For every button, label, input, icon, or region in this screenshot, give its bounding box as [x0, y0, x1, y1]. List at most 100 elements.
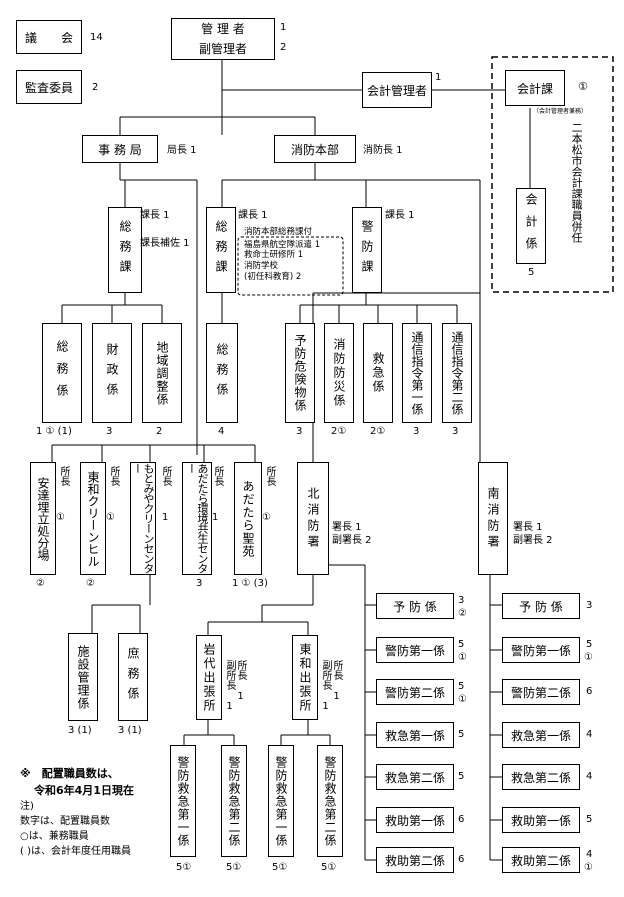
north-branch-0-staff: 所長 1 副所長 1	[224, 660, 246, 712]
guard-sec-0-count: 3	[296, 426, 303, 437]
north-sec-0-label: 予 防 係	[393, 599, 437, 614]
hq-general-section-count: 4	[218, 426, 225, 437]
notes-line: ○は、兼務職員	[20, 831, 89, 842]
north-station-box: 北消防署	[297, 462, 329, 575]
north-sec-6-count: 6	[458, 854, 465, 865]
north-sec-2-box: 警防第二係	[376, 679, 454, 705]
south-sec-5-label: 救助第一係	[510, 813, 571, 828]
north-station-deputy: 副署長 2	[332, 535, 372, 546]
south-sec-6-count: 4	[586, 849, 593, 860]
notes-date: 令和6年4月1日現在	[34, 783, 134, 797]
guard-sec-4-count: 3	[452, 426, 459, 437]
audit-box: 監査委員	[16, 70, 82, 104]
hq-general-section-label: 総務係	[215, 343, 229, 403]
accounting-section-count: 5	[528, 267, 535, 278]
secretariat-sec-2-box: 地域調整係	[142, 323, 182, 423]
facility-2-head: 所長	[160, 466, 171, 486]
hq-head: 消防長 1	[363, 145, 403, 156]
secretariat-head: 局長 1	[167, 145, 197, 156]
secretariat-sec-2-count: 2	[156, 426, 163, 437]
facility-3-count: 3	[196, 578, 203, 589]
south-station-label: 南消防署	[486, 486, 500, 551]
guard-sec-4-label: 通信指令第二係	[450, 331, 464, 415]
facility-0-head: 所長	[58, 466, 69, 486]
facility-4-count: 1 ① (3)	[232, 578, 268, 589]
facility-1-box: 東和クリーンヒル	[80, 462, 106, 575]
hq-dispatch-title: 消防本部総務課付	[244, 227, 313, 237]
north-sec-5-box: 救助第一係	[376, 807, 454, 833]
secretariat-sec-1-box: 財政係	[92, 323, 132, 423]
branch-sec-3-count: 5①	[321, 862, 337, 873]
north-sec-2-concurrent: ①	[458, 694, 467, 705]
hq-general-division-label: 総務課	[214, 220, 228, 280]
facility-0-label: 安達埋立処分場	[36, 476, 50, 561]
branch-sec-1-count: 5①	[226, 862, 242, 873]
guard-sec-3-box: 通信指令第一係	[402, 323, 432, 423]
hq-dispatch-list: 消防本部総務課付 福島県航空隊派遣 1 救命士研修所 1 消防学校 (初任科教育…	[244, 227, 320, 282]
facility-1-head-count: ①	[106, 512, 115, 523]
hq-guard-division-box: 警防課	[352, 207, 382, 293]
facility-1-label: 東和クリーンヒル	[86, 470, 100, 567]
hq-general-section-box: 総務係	[206, 323, 238, 423]
north-branch-1-box: 東和出張所	[292, 635, 318, 720]
guard-sec-3-label: 通信指令第一係	[410, 331, 424, 415]
branch-sec-3-box: 警防救急第二係	[317, 745, 343, 857]
north-sec-3-label: 救急第一係	[384, 728, 445, 743]
south-station-box: 南消防署	[478, 462, 508, 575]
notes-title: ※ 配置職員数は、	[20, 767, 119, 780]
branch-sec-1-box: 警防救急第二係	[221, 745, 247, 857]
guard-sec-0-box: 予防危険物係	[285, 323, 315, 423]
secretariat-general-head: 課長 1	[140, 210, 170, 221]
council-label: 議 会	[24, 30, 73, 45]
motomiya-sec-0-count: 3 (1)	[68, 725, 92, 736]
facility-4-box: あだたら聖苑	[234, 462, 262, 575]
secretariat-sec-2-label: 地域調整係	[155, 340, 169, 406]
guard-sec-1-box: 消防防災係	[324, 323, 354, 423]
hq-dispatch-item: 消防学校	[244, 260, 279, 271]
council-count: 14	[90, 32, 103, 43]
secretariat-sec-0-box: 総務係	[42, 323, 82, 423]
north-sec-4-box: 救急第二係	[376, 764, 454, 790]
vice-manager-count: 2	[280, 42, 287, 53]
branch-sec-3-label: 警防救急第二係	[323, 755, 337, 847]
south-station-deputy: 副署長 2	[513, 535, 553, 546]
hq-guard-division-label: 警防課	[360, 220, 374, 280]
facility-0-box: 安達埋立処分場	[30, 462, 56, 575]
south-sec-4-box: 救急第二係	[502, 764, 580, 790]
south-sec-4-count: 4	[586, 771, 593, 782]
manager-box: 管 理 者 副管理者	[171, 18, 275, 60]
south-sec-1-label: 警防第一係	[510, 643, 571, 658]
branch-sec-0-count: 5①	[176, 862, 192, 873]
north-sec-2-label: 警防第二係	[384, 685, 445, 700]
branch-sec-0-label: 警防救急第一係	[176, 755, 190, 847]
accounting-manager-label: 会計管理者	[366, 83, 427, 98]
accounting-section-box: 会計係	[516, 188, 546, 264]
south-sec-1-count: 5	[586, 639, 593, 650]
south-sec-3-box: 救急第一係	[502, 722, 580, 748]
secretariat-sec-1-label: 財政係	[105, 343, 119, 403]
branch-sec-0-box: 警防救急第一係	[170, 745, 196, 857]
north-sec-2-count: 5	[458, 681, 465, 692]
guard-sec-4-box: 通信指令第二係	[442, 323, 472, 423]
guard-sec-3-count: 3	[413, 426, 420, 437]
south-sec-5-count: 5	[586, 814, 593, 825]
secretariat-general-division-box: 総務課	[108, 207, 142, 293]
facility-2-head-count: 1	[162, 512, 169, 523]
south-sec-2-label: 警防第二係	[510, 685, 571, 700]
south-sec-0-label: 予 防 係	[519, 599, 563, 614]
north-sec-0-count: 3	[458, 595, 465, 606]
north-sec-4-count: 5	[458, 771, 465, 782]
secretariat-general-division-label: 総務課	[118, 220, 132, 280]
south-sec-1-concurrent: ①	[584, 652, 593, 663]
facility-4-head: 所長	[264, 466, 275, 486]
north-sec-5-count: 6	[458, 814, 465, 825]
hq-box: 消防本部	[274, 135, 356, 163]
facility-4-head-count: ①	[262, 512, 271, 523]
accounting-division-label: 会計課	[516, 81, 553, 96]
north-sec-1-concurrent: ①	[458, 652, 467, 663]
audit-label: 監査委員	[24, 80, 73, 95]
north-branch-0-box: 岩代出張所	[196, 635, 222, 720]
north-sec-5-label: 救助第一係	[384, 813, 445, 828]
accounting-concurrent-note: 二本松市会計課職員併任	[570, 122, 584, 243]
